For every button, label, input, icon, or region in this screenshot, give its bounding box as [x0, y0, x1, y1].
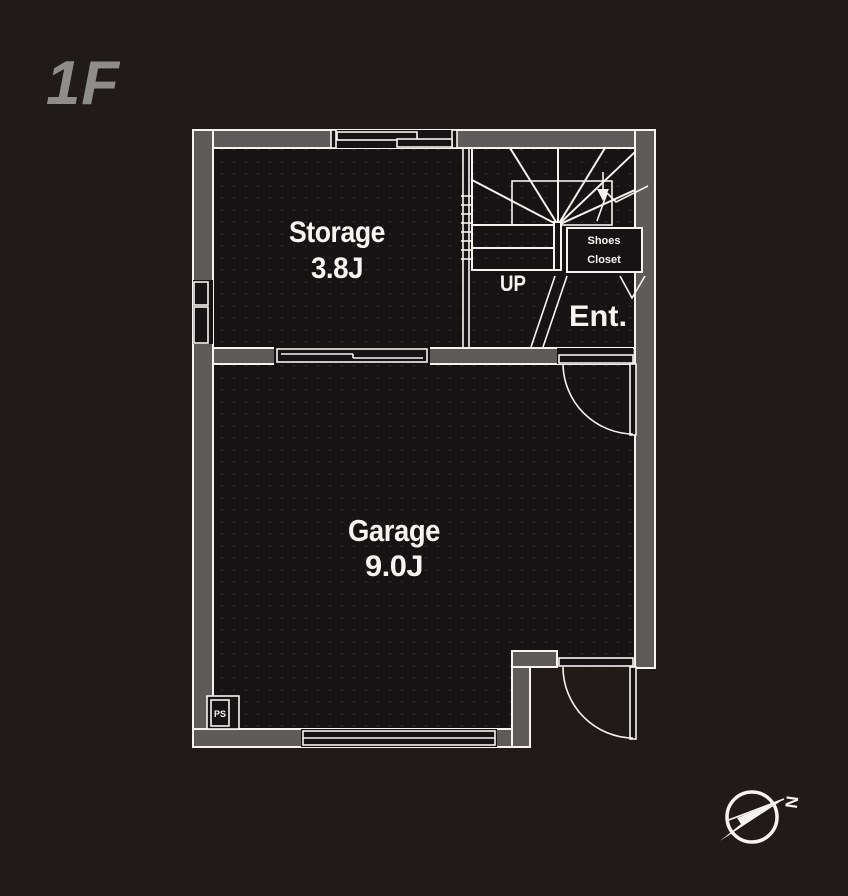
door-porch-leaf [629, 666, 637, 740]
door-porch [558, 657, 637, 740]
wall-left [192, 129, 214, 748]
door-porch-swing-arc [562, 666, 634, 739]
floor-plan: PS UP [192, 129, 656, 748]
compass: N [720, 790, 802, 844]
stair-direction-arrow-head [597, 189, 609, 201]
door-porch-threshold [558, 657, 634, 667]
garage-room-label: Garage [348, 513, 440, 548]
wall-storage-stairs [461, 148, 471, 347]
staircase: UP [470, 146, 649, 296]
pipe-space-inner [210, 699, 230, 727]
compass-circle [725, 790, 779, 844]
compass-north-label: N [781, 795, 802, 810]
floor-indicator: 1F [46, 49, 121, 118]
garage-shutter [301, 729, 497, 747]
closet-door-mark [619, 275, 646, 300]
stair-break-line [596, 185, 649, 222]
shoes-closet-label-1: Shoes [587, 235, 620, 247]
storage-room-area: 3.8J [311, 252, 363, 285]
door-ent-swing-arc [562, 363, 634, 435]
stairs-up-label: UP [500, 271, 526, 296]
wall-porch-stub [511, 650, 558, 668]
garage-room-area: 9.0J [365, 550, 423, 583]
shoes-closet-label-2: Closet [587, 254, 621, 266]
compass-needle-edge [725, 798, 785, 822]
sliding-door-storage [274, 347, 430, 365]
sliding-door-frame [276, 348, 428, 363]
door-ent-threshold [558, 354, 634, 364]
shoes-closet-box [566, 227, 643, 273]
window-top-jamb-left [330, 129, 337, 149]
door-ent-leaf [629, 363, 637, 436]
window-top [330, 129, 458, 149]
sliding-panel-ticks [461, 195, 471, 260]
window-top-pane-2 [396, 138, 453, 148]
entrance-step-line-2 [542, 275, 568, 348]
pipe-space: PS [206, 695, 240, 730]
compass-needle [720, 799, 784, 841]
wall-right [634, 129, 656, 669]
entrance-area: Ent. [530, 275, 646, 348]
door-entrance-garage [557, 348, 637, 436]
shoes-closet: Shoes Closet [566, 227, 643, 273]
plan-floor [193, 130, 655, 747]
entrance-label: Ent. [569, 300, 627, 333]
window-left-pane-1 [193, 281, 209, 306]
window-left [193, 280, 213, 344]
stair-newel [553, 221, 562, 271]
window-top-pane-1 [336, 131, 418, 141]
window-left-pane-2 [193, 306, 209, 344]
entrance-step-line-1 [530, 275, 556, 348]
storage-room-label: Storage [289, 216, 385, 249]
pipe-space-label: PS [214, 709, 226, 719]
